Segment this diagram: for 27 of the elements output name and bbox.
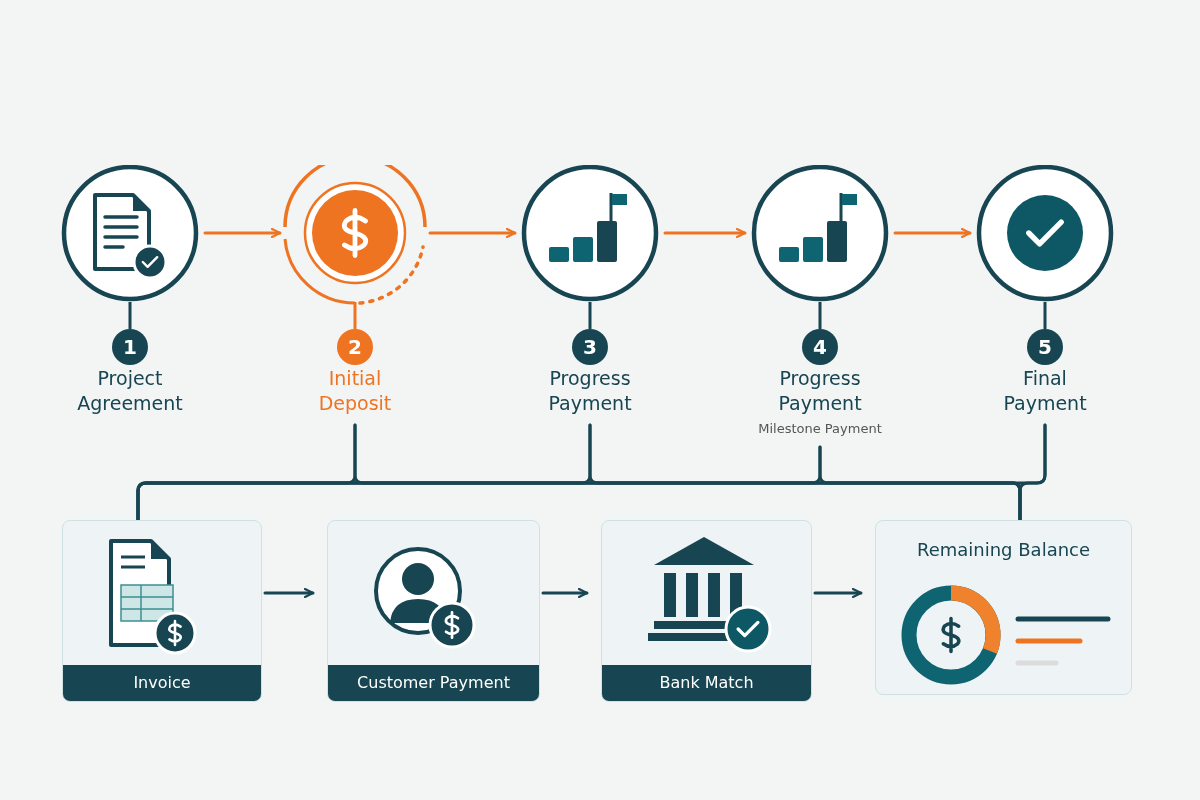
arrow [203,227,282,239]
process-card [875,520,1132,695]
connector-line [1018,423,1047,522]
arrow [263,587,315,599]
step-label: Progress Payment [777,366,863,416]
step-number-badge: 4 [802,329,838,365]
card-label: Invoice [63,665,261,701]
step-number-badge: 5 [1027,329,1063,365]
step-number-badge: 1 [112,329,148,365]
arrow [663,227,747,239]
arrow [428,227,517,239]
arrow [541,587,589,599]
step-label: Initial Deposit [317,366,393,416]
step-label: Progress Payment [547,366,633,416]
step-number-badge: 2 [337,329,373,365]
card-title: Remaining Balance [915,539,1092,560]
process-card [62,520,262,702]
card-label: Customer Payment [328,665,539,701]
process-card [601,520,812,702]
arrow [813,587,863,599]
card-label: Bank Match [602,665,811,701]
step-label: Project Agreement [76,366,184,416]
step-number-badge: 3 [572,329,608,365]
step-label: Final Payment [1002,366,1088,416]
process-card [327,520,540,702]
step-note: Milestone Payment [758,421,882,436]
arrow [893,227,972,239]
